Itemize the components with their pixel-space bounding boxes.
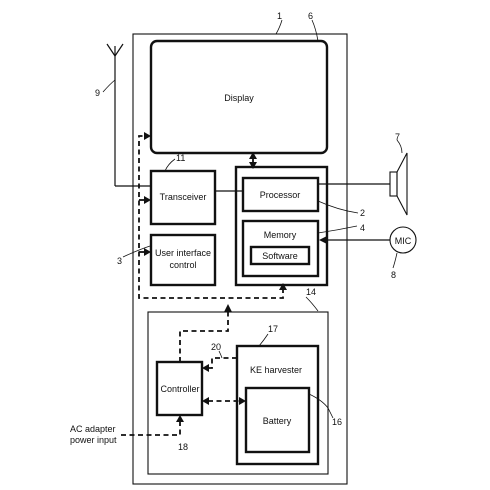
power-module-ref-lead <box>305 296 319 312</box>
ref-16: 16 <box>332 417 342 427</box>
ref-8: 8 <box>391 270 396 280</box>
ke-harvester-box <box>235 344 320 466</box>
memory-box <box>241 219 320 278</box>
mic-label: MIC <box>395 236 412 246</box>
link-ref-lead <box>218 350 223 359</box>
memory-ref-lead <box>317 225 358 234</box>
display-ref-lead <box>311 19 319 42</box>
transceiver-ref-lead <box>164 158 176 172</box>
bus-arrow-processor <box>279 283 287 290</box>
ref-18: 18 <box>178 442 188 452</box>
battery-label: Battery <box>263 416 292 426</box>
speaker-ref-lead <box>396 139 403 154</box>
antenna-ref-lead <box>102 79 116 93</box>
device-housing <box>132 33 348 485</box>
ui-control-box <box>149 233 217 287</box>
arrow-into-controller-bottom <box>176 415 184 422</box>
arrow-to-battery <box>239 397 246 405</box>
ui-control-label-1: User interface <box>155 248 211 258</box>
ke-harvester-label: KE harvester <box>250 365 302 375</box>
software-box <box>249 245 311 266</box>
arrow-up-display <box>249 152 257 159</box>
ac-adapter-input-link <box>121 421 181 436</box>
bus-arrow-ui <box>144 248 151 256</box>
ke-harvester-ref-lead <box>258 333 269 347</box>
ac-adapter-label-1: AC adapter <box>70 424 116 434</box>
ref-11: 11 <box>176 153 185 163</box>
ac-adapter-label-2: power input <box>70 435 117 445</box>
software-label: Software <box>262 251 298 261</box>
speaker-cone <box>396 152 408 216</box>
ref-6: 6 <box>308 11 313 21</box>
arrow-to-controller <box>202 397 209 405</box>
antenna-symbol <box>106 43 124 58</box>
display-panel <box>149 39 329 155</box>
transceiver-box <box>149 169 217 226</box>
processor-label: Processor <box>260 190 301 200</box>
device-ref-lead <box>275 19 283 35</box>
internal-power-bus <box>138 135 284 299</box>
ref-20: 20 <box>211 342 221 352</box>
ref-14: 14 <box>306 287 316 297</box>
processor-box <box>241 176 320 213</box>
ref-2: 2 <box>360 208 365 218</box>
ref-3: 3 <box>117 256 122 266</box>
battery-box <box>244 386 311 454</box>
bus-arrow-transceiver <box>144 196 151 204</box>
ui-control-label-2: control <box>169 260 196 270</box>
ref-4: 4 <box>360 223 365 233</box>
controller-label: Controller <box>160 384 199 394</box>
transceiver-label: Transceiver <box>160 192 207 202</box>
arrow-into-controller <box>202 364 209 372</box>
ref-7: 7 <box>395 132 400 142</box>
processor-ref-lead <box>317 200 359 214</box>
memory-label: Memory <box>264 230 297 240</box>
speaker-body <box>389 171 398 197</box>
processor-memory-group <box>234 165 329 287</box>
power-module-box <box>147 311 329 475</box>
bus-arrow-display <box>144 132 151 140</box>
ref-1: 1 <box>277 11 282 21</box>
ref-9: 9 <box>95 88 100 98</box>
controller-to-bus-link <box>179 311 229 362</box>
ref-17: 17 <box>268 324 278 334</box>
display-label: Display <box>224 93 254 103</box>
mic-arrow <box>319 236 327 244</box>
arrow-down-group <box>249 162 257 169</box>
mic-ref-lead <box>392 252 398 269</box>
ui-ref-lead <box>122 245 151 258</box>
battery-ref-lead <box>308 393 334 419</box>
arrow-up-bus <box>224 304 232 312</box>
harvester-to-controller-link <box>207 357 237 369</box>
